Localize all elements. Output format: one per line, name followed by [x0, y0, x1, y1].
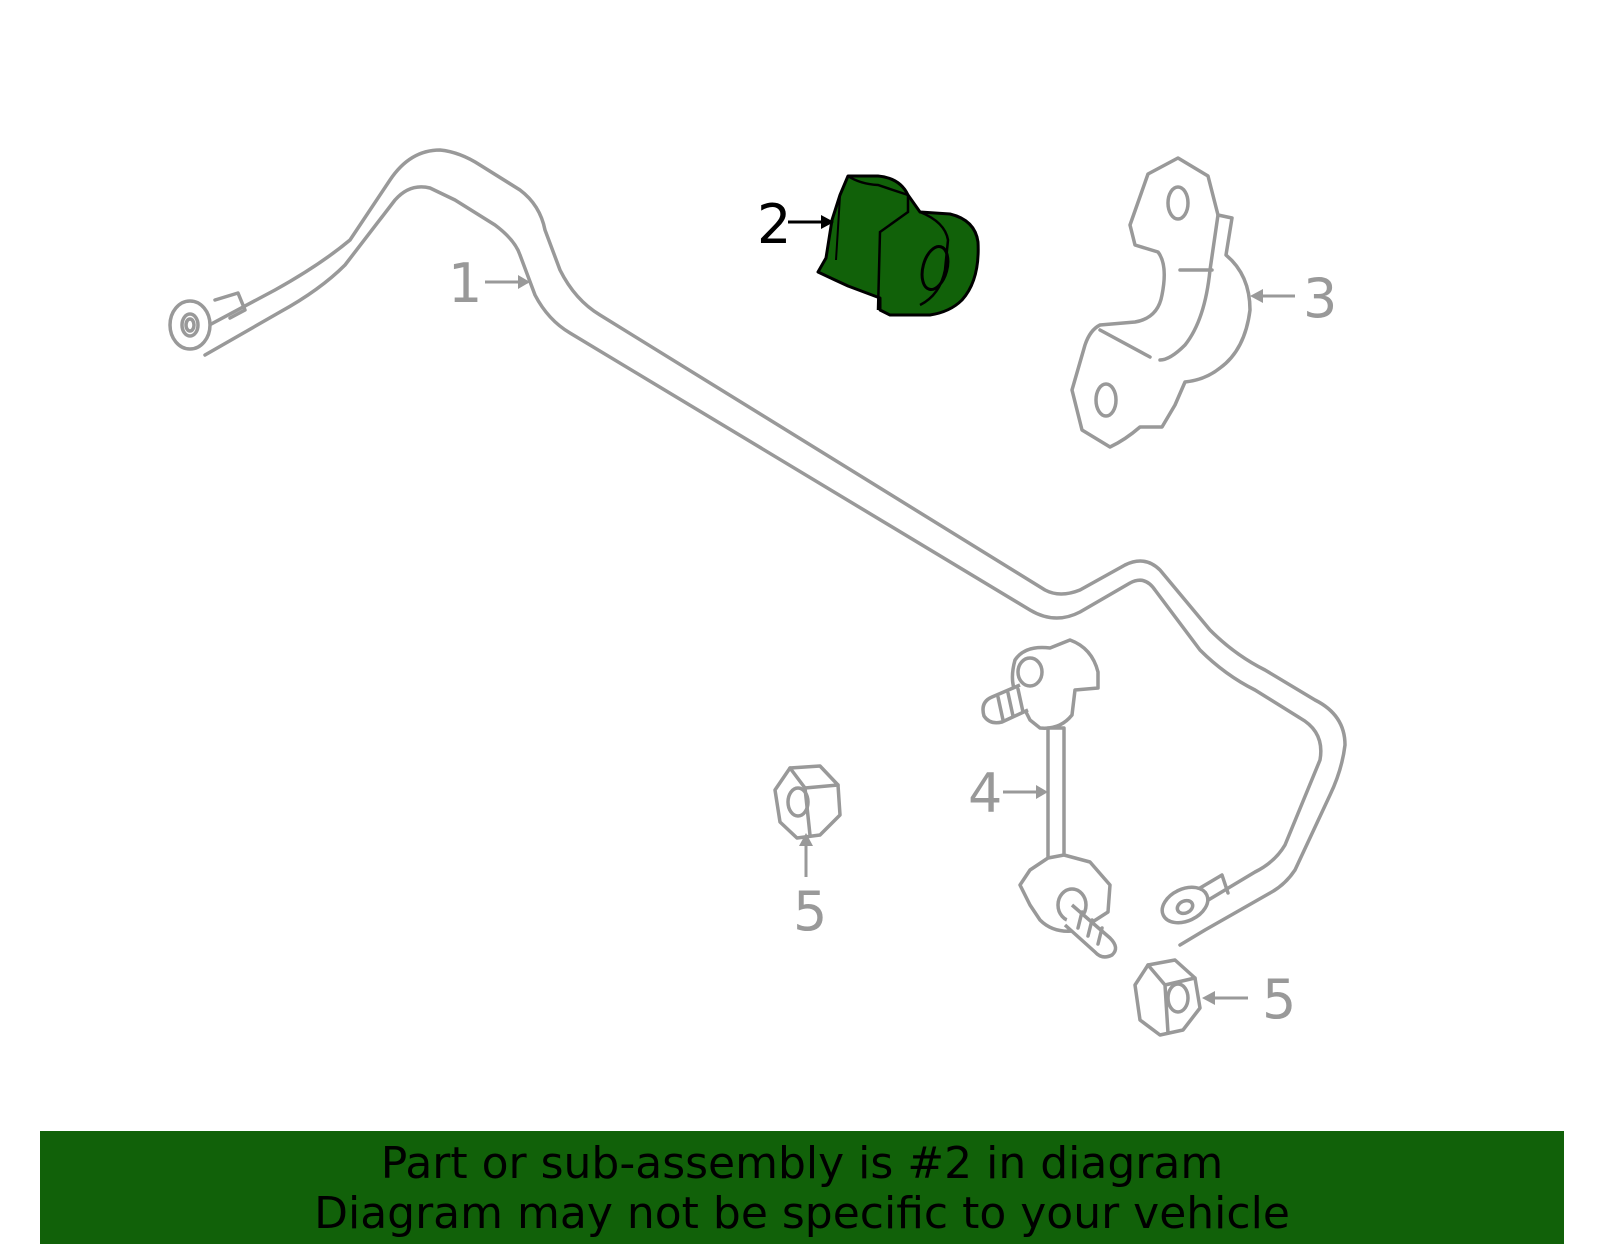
callout-3[interactable]: 3: [1250, 267, 1337, 330]
callout-2-number: 2: [757, 193, 791, 256]
footer-banner: Part or sub-assembly is #2 in diagram Di…: [40, 1131, 1564, 1244]
stabilizer-link-part[interactable]: [981, 638, 1118, 959]
callout-4-number: 4: [968, 762, 1002, 825]
bushing-part[interactable]: [816, 174, 980, 317]
callout-4[interactable]: 4: [968, 762, 1048, 825]
callout-1-number: 1: [448, 252, 482, 315]
callout-4-arrowhead: [1036, 785, 1048, 799]
callout-5-upper-arrowhead: [799, 833, 813, 846]
callout-5-lower-number: 5: [1262, 968, 1296, 1031]
footer-line-1: Part or sub-assembly is #2 in diagram: [380, 1138, 1224, 1189]
callout-1-arrowhead: [518, 275, 530, 289]
callout-5-lower[interactable]: 5: [1202, 968, 1296, 1031]
nut-part-upper[interactable]: [773, 764, 842, 840]
callout-3-number: 3: [1303, 267, 1337, 330]
callout-5-upper[interactable]: 5: [793, 833, 827, 943]
nut-part-lower[interactable]: [1133, 958, 1202, 1037]
callout-5-lower-arrowhead: [1202, 991, 1215, 1005]
callout-2[interactable]: 2: [757, 193, 834, 256]
callout-2-arrowhead: [821, 215, 834, 229]
callout-3-arrowhead: [1250, 289, 1263, 303]
bracket-part[interactable]: [1070, 156, 1252, 449]
callout-1[interactable]: 1: [448, 252, 530, 315]
footer-line-2: Diagram may not be specific to your vehi…: [314, 1188, 1290, 1239]
callout-5-upper-number: 5: [793, 880, 827, 943]
stabilizer-bar-part[interactable]: [168, 148, 1347, 947]
